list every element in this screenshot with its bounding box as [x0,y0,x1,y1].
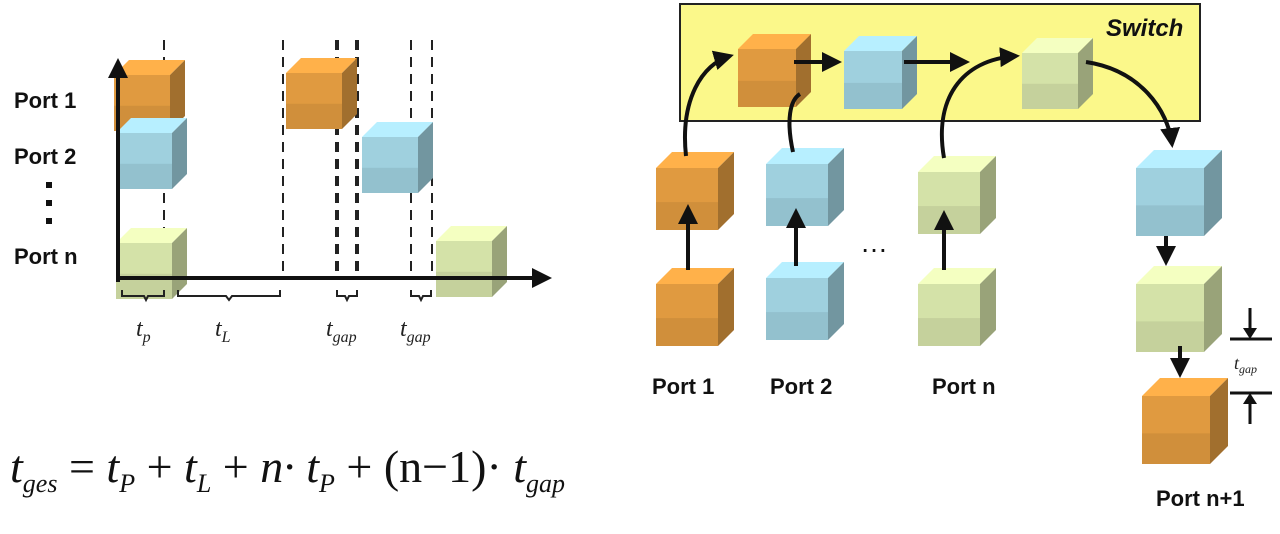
timing-diagram: Port 1 Port 2 Port n tp tL tgap tgap [14,40,552,346]
port-1-label: Port 1 [14,88,76,113]
switch-cube-blue [844,36,917,109]
arrow-port1-into-switch [683,50,734,157]
output-cube-orange [1142,378,1228,464]
portn-cube-bottom [918,268,996,346]
timing-cube-port2-b [362,122,433,193]
output-cube-blue [1136,150,1222,236]
port2-cube-bottom [766,262,844,340]
gap-marker [1230,308,1272,424]
switch-label: Switch [1106,15,1183,42]
switch-diagram: Switch tgap … [652,3,1272,511]
output-cube-green [1136,266,1222,352]
switch-cube-orange [738,34,811,107]
timing-cube-portn-b [436,226,507,297]
port-n-label: Port n [14,244,78,269]
arrow-switch-out [1085,60,1181,148]
arrow-port2-into-switch [787,92,802,153]
t-gap-label-2: tgap [400,316,431,346]
port-n-plus-1-label: Port n+1 [1156,486,1245,511]
t-gap-label-1: tgap [326,316,357,346]
arrow-portn-into-switch [939,47,1020,159]
gap-label: tgap [1234,353,1257,376]
timing-cube-port1-b [286,58,357,129]
port-ellipsis: … [860,227,888,258]
port1-cube-bottom [656,268,734,346]
switch-cube-green [1022,38,1093,109]
flow-arrows [678,47,1190,378]
port-2-label-right: Port 2 [770,374,832,399]
port-2-label: Port 2 [14,144,76,169]
timing-cube-port2-a [116,118,187,189]
interval-braces [121,290,432,303]
port2-cube-top [766,148,844,226]
total-time-formula: tges = tP + tL + n· tP + (n−1)· tgap [10,441,565,502]
port1-cube-top [656,152,734,230]
t-p-label: tp [136,316,151,346]
port-n-label-right: Port n [932,374,996,399]
port-1-label-right: Port 1 [652,374,714,399]
timing-cubes [114,58,507,299]
vertical-ellipsis [46,182,52,224]
switch-cubes [656,34,1228,464]
portn-cube-top [918,156,996,234]
t-l-label: tL [215,316,231,346]
timing-cube-portn-a [116,228,187,299]
